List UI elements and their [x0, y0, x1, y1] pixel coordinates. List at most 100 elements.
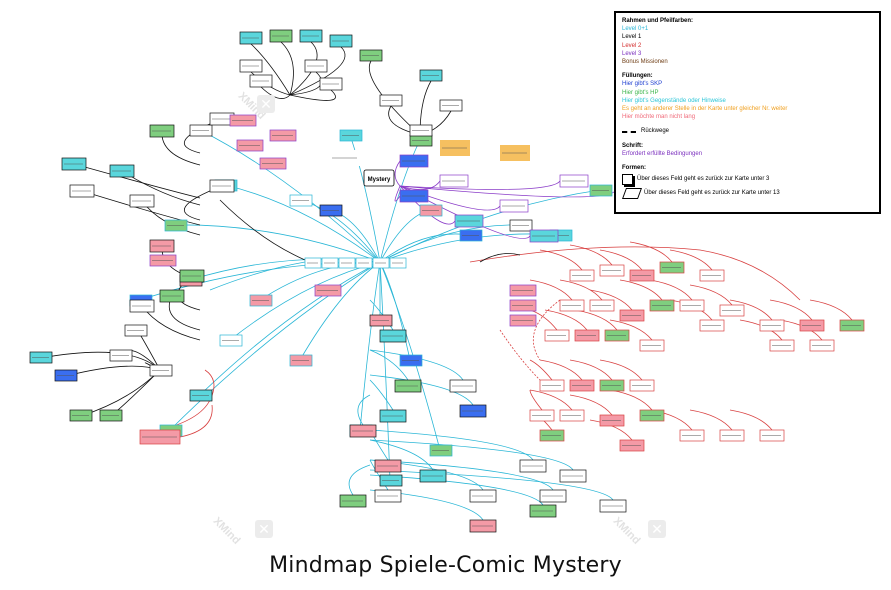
map-connection — [809, 299, 853, 321]
map-connection — [599, 249, 643, 271]
legend-frame-heading: Rahmen und Pfeilfarben: — [622, 18, 694, 24]
map-connection — [399, 180, 441, 190]
map-connection — [609, 319, 653, 341]
dashed-line-icon — [622, 130, 636, 133]
legend-shape-para-label: Über dieses Feld geht es zurück zur Kart… — [644, 190, 780, 197]
map-connection — [544, 309, 588, 331]
xmind-logo-icon: ✕ — [257, 95, 275, 113]
map-connection — [529, 389, 573, 411]
map-connection — [369, 439, 574, 471]
map-connection — [260, 86, 291, 99]
map-connection — [280, 41, 294, 96]
map-connection — [609, 389, 653, 411]
shadow-box-icon — [622, 173, 633, 185]
legend-bonus: Bonus Missionen — [622, 59, 668, 66]
map-connection — [529, 389, 543, 411]
legend-fill-skp: Hier gibt's SKP — [622, 81, 663, 88]
map-connection — [289, 71, 322, 96]
map-connection — [394, 160, 401, 187]
parallelogram-icon — [621, 187, 643, 199]
mindmap-canvas: Mystery — [29, 29, 865, 533]
map-connection — [479, 253, 521, 263]
map-connection — [589, 419, 633, 441]
legend-shape-box-row: Über dieses Feld geht es zurück zur Kart… — [622, 172, 873, 186]
map-connection — [379, 189, 601, 263]
map-connection — [369, 379, 394, 411]
map-connection — [369, 374, 474, 406]
map-connection — [348, 464, 371, 496]
map-connection — [199, 129, 381, 263]
map-connection — [349, 134, 381, 263]
legend-fill-heading: Füllungen: — [622, 73, 653, 80]
legend-level-0-1: Level 0+1 — [622, 26, 649, 33]
mindmap-nodes — [29, 29, 865, 533]
legend-fill-continue: Es geht an anderer Stelle in der Karte u… — [622, 106, 788, 113]
legend-level-2: Level 2 — [622, 42, 642, 49]
map-connection — [65, 365, 161, 377]
map-connection — [379, 261, 441, 451]
map-connection — [80, 369, 161, 417]
map-connection — [357, 394, 371, 426]
legend-fill-hp: Hier gibt's HP — [622, 89, 659, 96]
map-connection — [469, 246, 801, 301]
xmind-logo-icon: ✕ — [255, 520, 273, 538]
legend-shapes-heading: Formen: — [622, 165, 646, 172]
map-connection — [569, 394, 613, 416]
map-connection — [369, 429, 534, 461]
map-connection — [529, 359, 553, 381]
map-connection — [599, 359, 643, 381]
legend-font-desc: Erfordert erfüllte Bedingungen — [622, 150, 703, 157]
map-connection — [669, 249, 713, 271]
map-connection — [289, 89, 336, 101]
map-connection — [649, 279, 693, 301]
legend-shape-box-label: Über dieses Feld geht es zurück zur Kart… — [637, 176, 770, 183]
map-connection — [369, 299, 394, 331]
map-connection — [250, 43, 291, 96]
map-connection — [689, 409, 733, 431]
map-connection — [369, 459, 389, 491]
map-connection — [224, 184, 381, 263]
map-connection — [289, 46, 346, 96]
map-connection — [379, 261, 391, 481]
center-node[interactable]: Mystery — [363, 169, 395, 187]
map-connection — [329, 209, 381, 263]
map-connection — [369, 439, 434, 471]
map-connection — [169, 261, 381, 431]
map-connection — [729, 299, 773, 321]
map-connection — [299, 261, 381, 361]
map-connection — [174, 224, 381, 263]
legend-level-1: Level 1 — [622, 34, 642, 41]
map-connection — [399, 180, 561, 190]
map-connection — [379, 209, 431, 263]
legend-return-row: Rückwege — [622, 127, 873, 135]
map-connection — [369, 349, 464, 381]
map-connection — [369, 474, 544, 506]
map-connection — [689, 284, 733, 306]
map-connection — [369, 459, 554, 491]
map-connection — [532, 299, 561, 361]
map-connection — [81, 190, 201, 226]
legend-level-3: Level 3 — [622, 50, 642, 57]
legend-return-label: Rückwege — [641, 128, 670, 135]
map-connection — [394, 185, 401, 202]
map-connection — [629, 241, 673, 263]
map-connection — [569, 359, 613, 381]
map-connection — [569, 244, 613, 266]
legend-fill-avoid: Hier möchte man nicht lang — [622, 114, 696, 121]
legend-box: Rahmen und Pfeilfarben: Level 0+1 Level … — [614, 11, 881, 214]
map-connection — [539, 249, 583, 271]
legend-font-heading: Schrift: — [622, 142, 643, 149]
map-connection — [539, 359, 583, 381]
legend-fill-items: Hier gibt's Gegenstände oder Hinweise — [622, 97, 726, 104]
map-connection — [369, 349, 409, 381]
map-connection — [589, 289, 633, 311]
map-connection — [199, 261, 381, 396]
map-connection — [529, 279, 573, 301]
legend-shape-para-row: Über dieses Feld geht es zurück zur Kart… — [621, 186, 873, 200]
map-connection — [559, 279, 603, 301]
page-title: Mindmap Spiele-Comic Mystery — [269, 553, 622, 578]
xmind-logo-icon: ✕ — [648, 520, 666, 538]
map-connection — [179, 404, 213, 438]
map-connection — [110, 369, 161, 417]
map-connection — [499, 329, 541, 381]
